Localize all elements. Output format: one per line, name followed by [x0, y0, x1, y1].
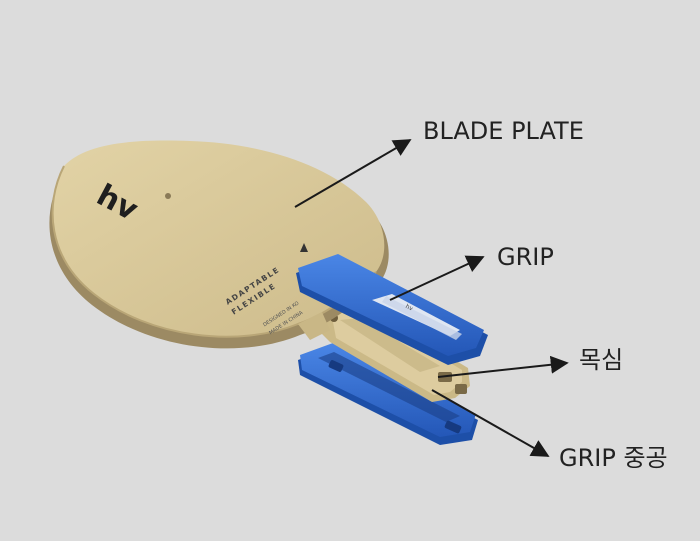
grip-hollow-shell: [298, 343, 478, 445]
grip-hollow-label: GRIP 중공: [559, 444, 668, 472]
blade-plate-label: BLADE PLATE: [423, 117, 584, 145]
core-label: 목심: [579, 346, 624, 374]
core-arrow: [437, 355, 569, 378]
core-wood: [318, 300, 470, 402]
grip-arrow: [389, 255, 485, 301]
blade-plate-arrow: [294, 139, 412, 208]
grip-hollow-arrow: [431, 389, 550, 457]
grip-label-text: hv: [404, 303, 414, 313]
grip-upper-shell: [296, 254, 488, 365]
grip-label: GRIP: [497, 243, 554, 271]
